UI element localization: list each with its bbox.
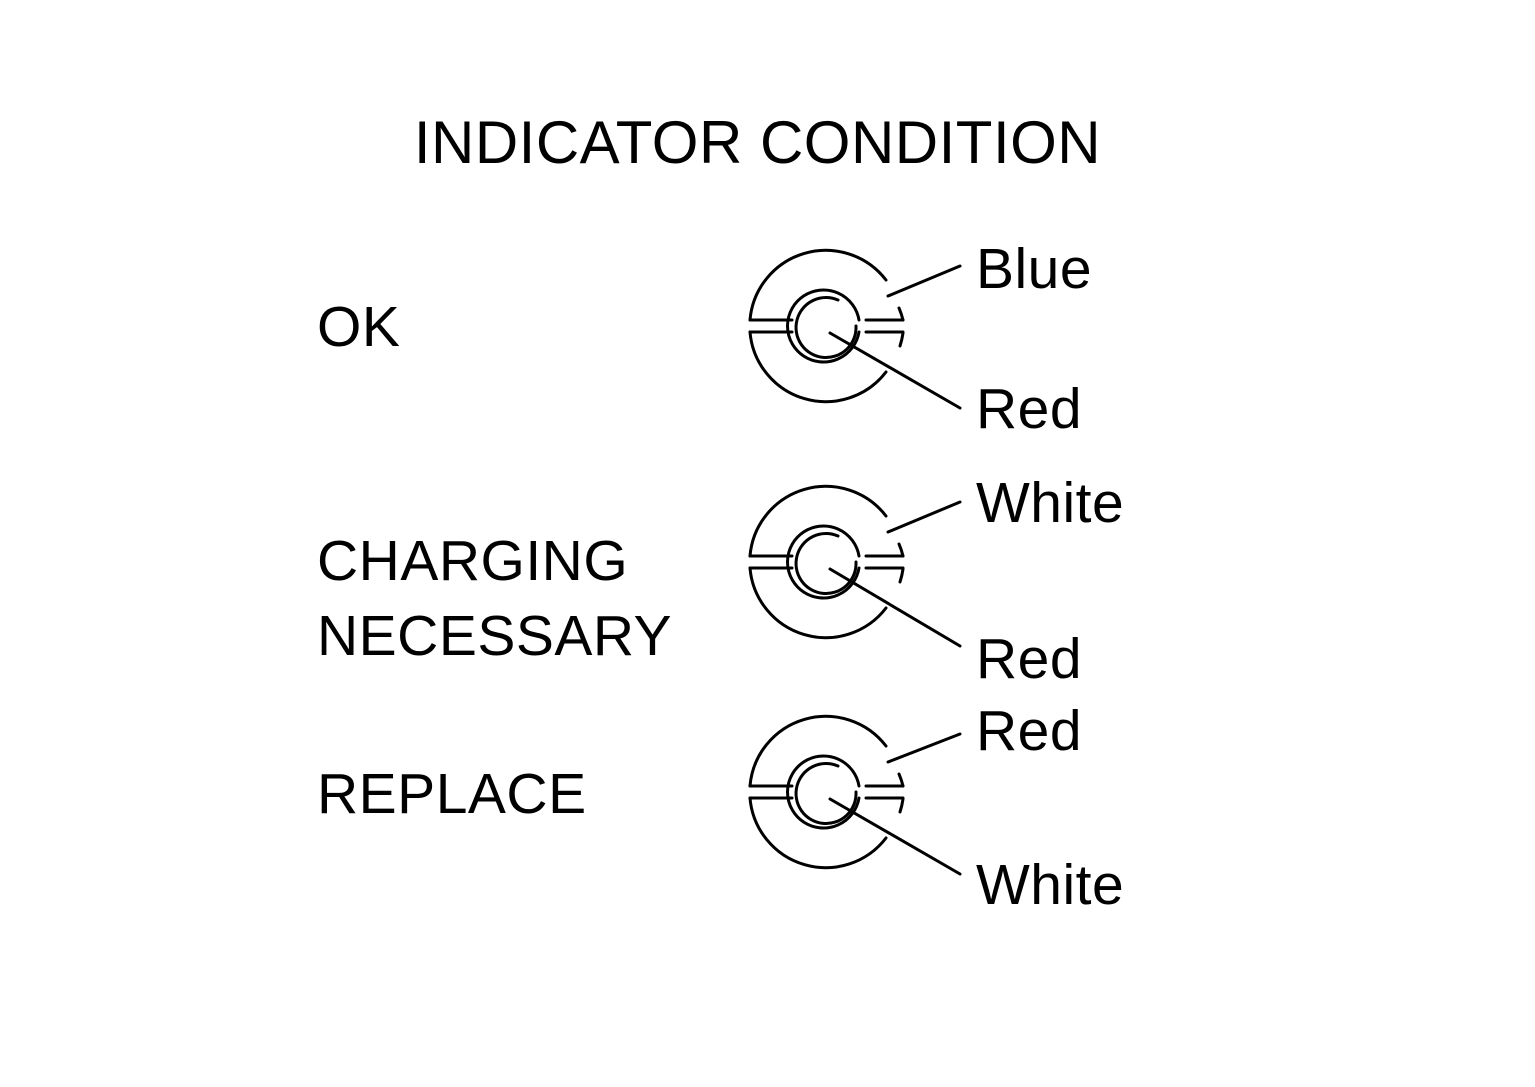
indicator-charging-inner-leader [828, 567, 962, 648]
indicator-charging-outer-leader [886, 500, 962, 534]
indicator-charging-center [794, 532, 858, 596]
indicator-replace-inner-leader [828, 797, 962, 876]
replace-outer-color-label: Red [976, 699, 1083, 763]
condition-ok-text: OK [317, 295, 401, 359]
indicator-charging-outer-ring [748, 484, 888, 558]
indicator-ok-inner-leader [828, 331, 962, 410]
indicator-replace-outer-leader [886, 732, 962, 764]
indicator-ok-icon [748, 248, 962, 410]
indicator-ok-outer-ring [748, 248, 888, 322]
indicator-replace-center [794, 762, 858, 826]
indicator-charging-icon [748, 484, 962, 648]
indicator-ok-outer-leader [886, 264, 962, 298]
condition-replace-text: REPLACE [317, 762, 587, 826]
indicator-ok-center [794, 296, 858, 360]
indicator-replace-inner-ring [786, 754, 861, 830]
condition-charging-line-2: NECESSARY [317, 604, 673, 668]
condition-ok-label: OK [317, 290, 400, 365]
condition-charging-label: CHARGING NECESSARY [317, 524, 672, 674]
indicator-replace-outer-ring [748, 714, 888, 788]
charging-outer-color-label: White [976, 471, 1125, 535]
charging-inner-color-label: Red [976, 627, 1083, 691]
condition-charging-line-1: CHARGING [317, 529, 629, 593]
diagram-title: INDICATOR CONDITION [413, 109, 1102, 176]
condition-replace-label: REPLACE [317, 757, 587, 832]
ok-inner-color-label: Red [976, 377, 1083, 441]
replace-inner-color-label: White [976, 853, 1125, 917]
ok-outer-color-label: Blue [976, 237, 1093, 301]
indicator-charging-inner-ring [786, 524, 861, 600]
indicator-replace-icon [748, 714, 962, 876]
indicator-ok-inner-ring [786, 288, 861, 364]
